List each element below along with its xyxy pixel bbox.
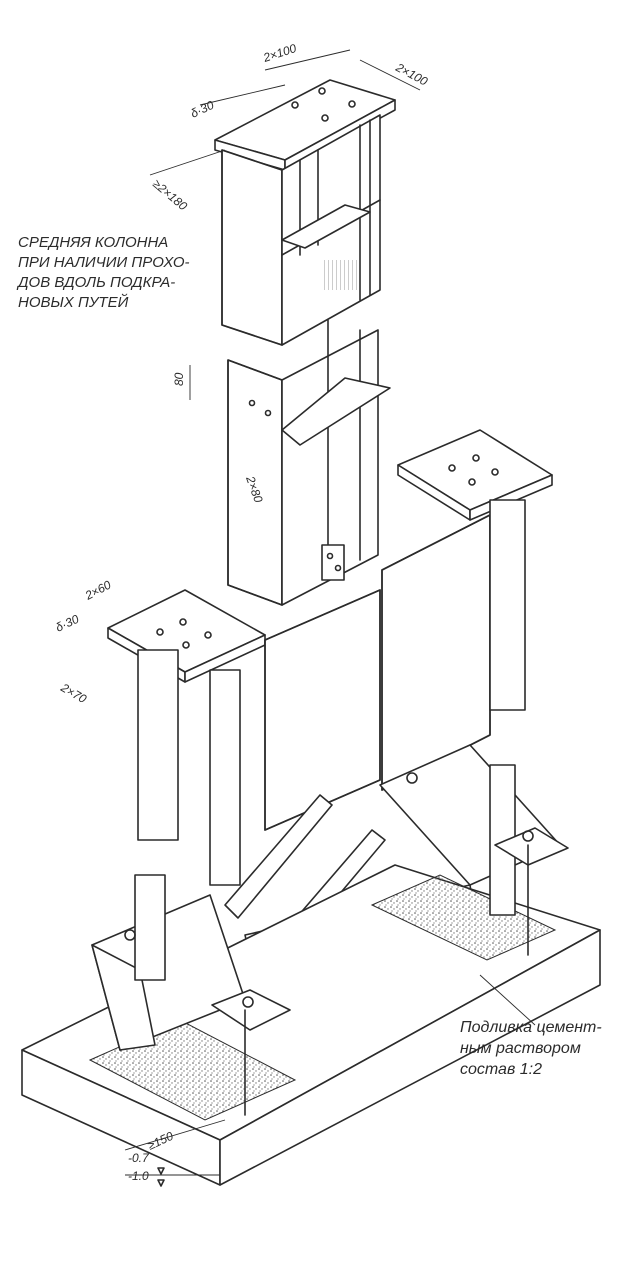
upper-column <box>214 79 396 346</box>
dim-level-07: -0.7 <box>128 1151 150 1165</box>
caption-line-2: ПРИ НАЛИЧИИ ПРОХО- <box>18 254 190 271</box>
dim-top-2x100-a: 2×100 <box>261 41 299 65</box>
upper-web-left <box>221 149 283 346</box>
grout-line-3: состав 1:2 <box>460 1061 542 1078</box>
left-dimensions: 2×60 δ·30 2×70 <box>53 577 113 706</box>
dim-left-delta30: δ·30 <box>53 612 81 635</box>
dim-level-10: -1.0 <box>128 1169 149 1183</box>
grout-line-1: Подливка цемент- <box>460 1019 602 1036</box>
caption-line-4: НОВЫХ ПУТЕЙ <box>18 293 129 311</box>
dim-top-2x100-b: 2×100 <box>393 60 431 89</box>
upper-bolts <box>291 87 356 122</box>
grout-caption: Подливка цемент- ным раствором состав 1:… <box>460 1019 602 1078</box>
caption-line-1: СРЕДНЯЯ КОЛОННА <box>18 234 168 251</box>
dim-top-delta30: δ·30 <box>188 98 216 121</box>
grout-leader-line <box>479 974 536 1026</box>
grout-pad-right <box>370 874 557 961</box>
middle-column <box>227 319 391 606</box>
foundation <box>21 744 601 1186</box>
grout-line-2: ным раствором <box>460 1040 581 1057</box>
right-branch <box>381 429 553 791</box>
dim-left-2x70: 2×70 <box>58 680 90 706</box>
dim-top-2x180: ≥2×180 <box>150 177 190 214</box>
left-branch <box>107 589 381 886</box>
foundation-dimensions: ≥150 -0.7 -1.0 <box>124 1119 226 1187</box>
caption-line-3: ДОВ ВДОЛЬ ПОДКРА- <box>16 274 175 291</box>
dim-left-2x60: 2×60 <box>82 577 114 603</box>
column-caption: СРЕДНЯЯ КОЛОННА ПРИ НАЛИЧИИ ПРОХО- ДОВ В… <box>16 234 190 311</box>
dim-mid-80: 80 <box>172 372 186 386</box>
